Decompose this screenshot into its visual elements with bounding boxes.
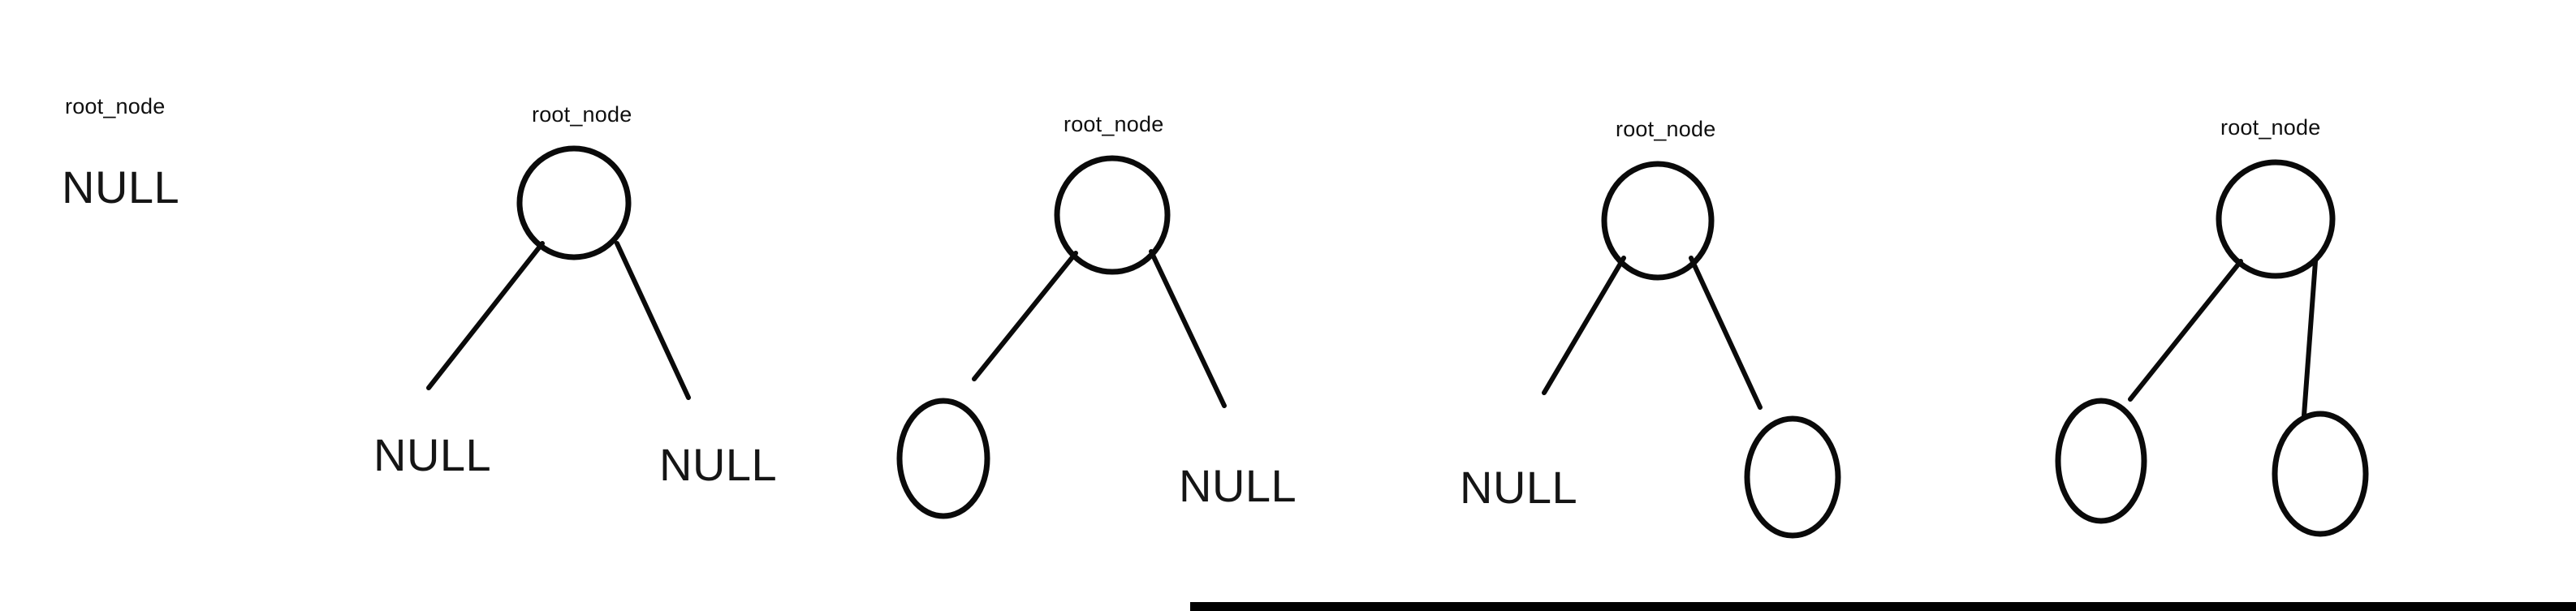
case-5-left-child-node-circle: [2055, 398, 2147, 524]
case-4-left-null-label: NULL: [1460, 462, 1577, 513]
case-5-edge-left: [2128, 259, 2243, 402]
case-2-edge-left: [426, 241, 545, 390]
case-2-root-node-circle: [516, 145, 632, 260]
case-5-root-node-circle: [2216, 159, 2336, 279]
case-5-right-child-node-circle: [2272, 411, 2369, 537]
case-4-root-node-circle: [1601, 161, 1715, 281]
case-1-root-label: root_node: [65, 94, 165, 118]
case-5-both-children-tree: root_node: [2055, 115, 2369, 537]
case-4-root-label: root_node: [1616, 117, 1715, 141]
case-4-right-child-node-circle: [1744, 415, 1841, 539]
case-3-root-node-circle: [1054, 155, 1171, 275]
case-2-left-null-label: NULL: [373, 429, 491, 480]
case-1-root-null-value: NULL: [62, 161, 179, 213]
case-3-edge-left: [972, 251, 1078, 381]
case-4-right-only-tree: root_node NULL: [1460, 117, 1841, 539]
case-4-edge-left: [1542, 256, 1626, 395]
case-5-edge-right: [2302, 259, 2318, 418]
case-5-root-label: root_node: [2220, 115, 2320, 140]
case-2-edge-right: [615, 241, 691, 400]
case-3-root-label: root_node: [1064, 112, 1163, 136]
case-2-root-label: root_node: [532, 102, 632, 127]
case-3-right-null-label: NULL: [1179, 460, 1297, 511]
case-2-leaf-tree: root_node NULL NULL: [373, 102, 777, 490]
case-1-empty-tree: root_node NULL: [62, 94, 179, 213]
case-2-right-null-label: NULL: [659, 439, 777, 490]
case-4-edge-right: [1689, 256, 1763, 410]
case-3-left-child-node-circle: [896, 398, 990, 519]
bottom-black-bar: [1190, 602, 2576, 611]
case-3-left-only-tree: root_node NULL: [896, 112, 1297, 519]
case-3-edge-right: [1149, 249, 1227, 408]
